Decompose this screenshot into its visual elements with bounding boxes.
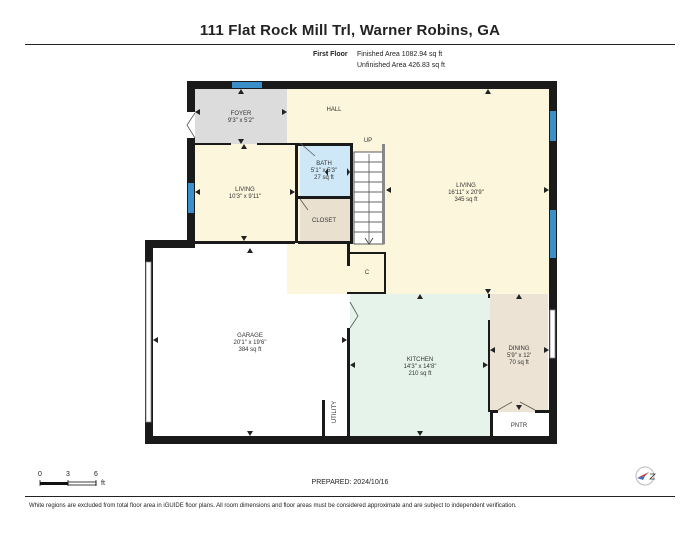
living-main-dims: 16'11" x 20'9" <box>448 190 484 196</box>
page-title: 111 Flat Rock Mill Trl, Warner Robins, G… <box>199 22 501 39</box>
kitchen-fill <box>350 294 490 438</box>
room-labels: FOYER 9'3" x 5'2" HALL UP BATH 5'1" x 5'… <box>228 107 531 429</box>
bath-area: 27 sq ft <box>314 175 334 181</box>
bath-fill <box>300 146 350 196</box>
living-main-name: LIVING <box>456 183 476 189</box>
windows <box>188 82 556 258</box>
kitchen-area: 210 sq ft <box>408 371 431 377</box>
doors <box>186 112 536 411</box>
c-name: C <box>365 270 370 276</box>
dining-name: DINING <box>509 346 530 352</box>
dining-fill <box>490 294 548 412</box>
compass-icon <box>635 466 656 486</box>
garage-dims: 20'1" x 19'6" <box>234 340 267 346</box>
scale-bar <box>39 480 97 486</box>
foyer-fill <box>195 89 287 144</box>
title-divider <box>25 44 675 45</box>
living-left-name: LIVING <box>235 187 255 193</box>
footer-divider <box>25 496 675 497</box>
stairs <box>353 151 385 245</box>
dining-dims: 5'9" x 12' <box>507 353 531 359</box>
utility-name: UTILITY <box>332 401 338 423</box>
dining-window <box>549 309 556 359</box>
foyer-dims: 9'3" x 5'2" <box>228 118 254 124</box>
living-main-area: 345 sq ft <box>454 197 477 203</box>
prepared-date: PREPARED: 2024/10/16 <box>311 479 389 486</box>
scale-label-6: 6 <box>94 471 98 478</box>
finished-area: Finished Area 1082.94 sq ft <box>357 51 443 58</box>
disclaimer: White regions are excluded from total fl… <box>29 503 517 509</box>
stair-rail <box>382 144 385 244</box>
kitchen-dims: 14'3" x 14'8" <box>404 364 437 370</box>
scale-label-0: 0 <box>38 471 42 478</box>
measurement-arrows <box>153 89 549 436</box>
up-label: UP <box>364 138 372 144</box>
foyer-name: FOYER <box>231 111 252 117</box>
garage-door <box>145 261 152 423</box>
dining-area: 70 sq ft <box>509 360 529 366</box>
garage-name: GARAGE <box>237 333 263 339</box>
living-left-dims: 10'3" x 9'11" <box>229 194 261 200</box>
garage-area: 384 sq ft <box>238 347 261 353</box>
bath-dims: 5'1" x 5'3" <box>311 168 337 174</box>
scale-label-3: 3 <box>66 471 70 478</box>
living-left-fill <box>195 144 297 241</box>
c-closet-fill <box>350 254 384 292</box>
pntr-name: PNTR <box>511 423 528 429</box>
bath-name: BATH <box>316 161 332 167</box>
kitchen-name: KITCHEN <box>407 357 433 363</box>
hall-name: HALL <box>326 107 342 113</box>
scale-unit: ft <box>101 480 105 487</box>
floor-name: First Floor <box>313 51 348 58</box>
pntr-fill <box>493 412 545 435</box>
unfinished-area: Unfinished Area 426.83 sq ft <box>357 62 445 69</box>
closet-fill <box>300 199 350 241</box>
closet-name: CLOSET <box>312 218 336 224</box>
